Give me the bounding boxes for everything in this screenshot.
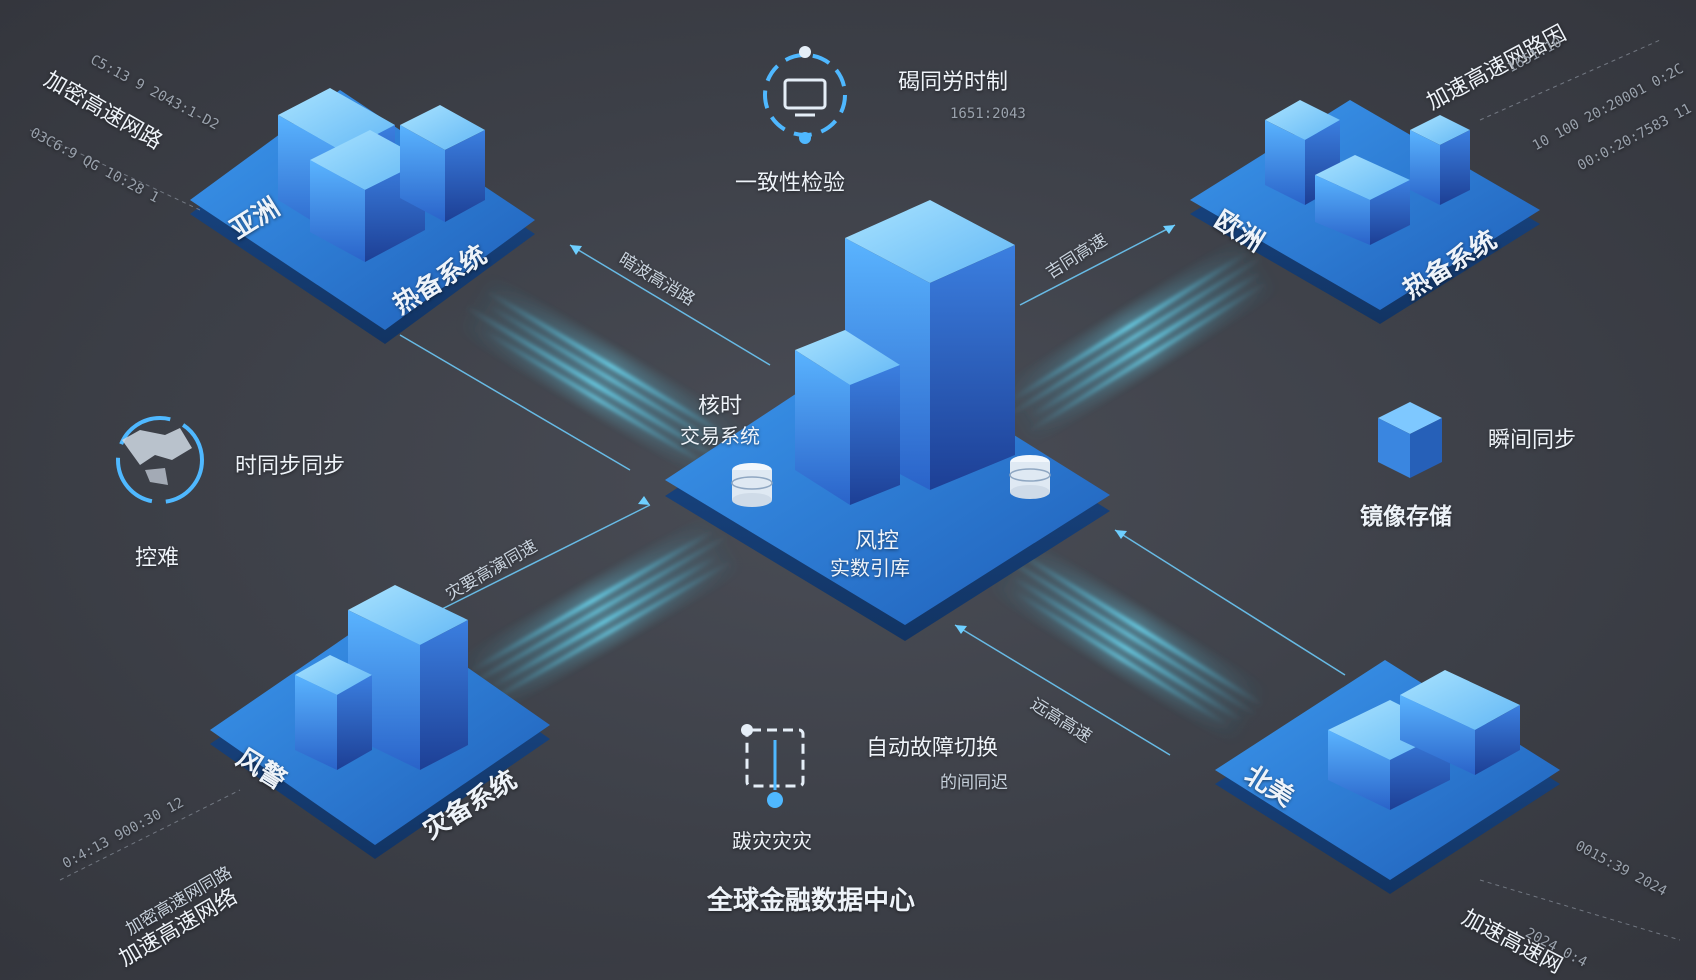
mirror-note: 瞬间同步 xyxy=(1488,428,1577,453)
node-core xyxy=(665,200,1110,641)
core-label-top-1: 核时 xyxy=(698,394,743,419)
disaster-building-2 xyxy=(295,655,372,770)
europe-building-2 xyxy=(1315,155,1410,245)
data-beams xyxy=(454,235,1281,745)
database-icon-2 xyxy=(1009,455,1051,499)
arrow-heads xyxy=(570,225,1175,634)
core-label-bottom-2: 实数引库 xyxy=(830,556,910,580)
na-building-2 xyxy=(1400,670,1520,775)
failover-note: 的间同迟 xyxy=(940,773,1008,793)
failover-caption: 跋灾灾灾 xyxy=(732,829,812,853)
node-north-america xyxy=(1215,660,1560,894)
asia-building-3 xyxy=(400,105,485,222)
database-icon xyxy=(731,463,773,507)
node-disaster xyxy=(210,585,550,859)
europe-building-3 xyxy=(1410,115,1470,205)
node-asia xyxy=(190,88,535,344)
core-tower-short xyxy=(795,330,900,505)
failover-label: 自动故障切换 xyxy=(866,736,999,761)
consistency-stamp: 1651:2043 xyxy=(950,106,1026,122)
time-sync-label: 控难 xyxy=(135,546,180,571)
failover-icon xyxy=(741,724,805,808)
node-europe xyxy=(1190,100,1540,324)
mirror-label: 镜像存储 xyxy=(1360,504,1452,530)
connector-arrows xyxy=(399,224,1346,756)
monitor-icon xyxy=(763,46,847,144)
beam-tl xyxy=(454,274,752,486)
beam-tr xyxy=(994,235,1281,446)
beam-br xyxy=(984,534,1271,745)
page-title: 全球金融数据中心 xyxy=(707,886,916,916)
core-label-bottom-1: 风控 xyxy=(855,529,900,554)
corner-tracks xyxy=(29,39,1681,941)
consistency-label: 一致性检验 xyxy=(735,171,846,196)
network-diagram xyxy=(29,39,1681,941)
time-sync-note: 时同步同步 xyxy=(235,454,346,479)
core-label-top-2: 交易系统 xyxy=(680,424,760,448)
cube-icon xyxy=(1378,402,1442,478)
beam-bl xyxy=(455,514,745,716)
globe-icon xyxy=(116,416,204,504)
consistency-note: 碣同労时制 xyxy=(898,70,1009,95)
